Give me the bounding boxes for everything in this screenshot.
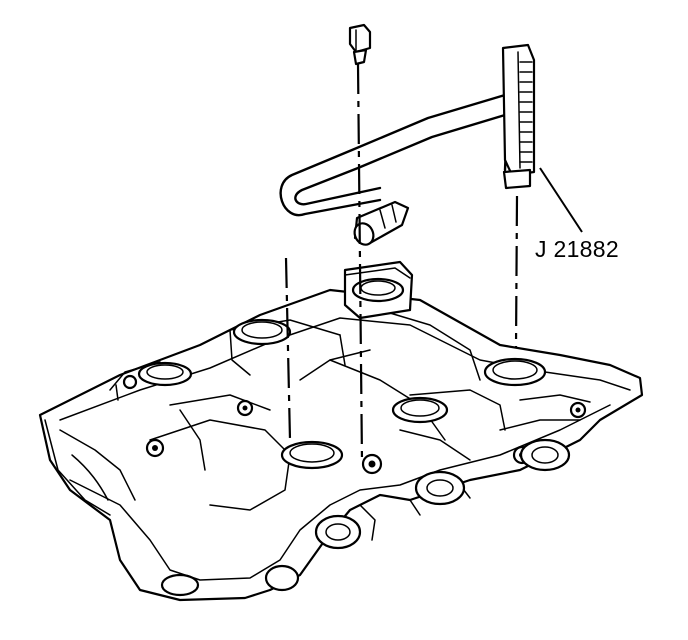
intake-manifold [38, 260, 644, 602]
manifold-ports [137, 277, 547, 470]
callout-leader-line [539, 167, 583, 233]
tool-j21882 [501, 43, 536, 190]
port-3 [280, 440, 344, 470]
alignment-centerlines [284, 63, 519, 463]
port-4 [391, 396, 449, 424]
vacuum-hose [279, 93, 522, 217]
port-2 [232, 318, 292, 346]
port-5 [483, 357, 547, 387]
tool-callout-label: J 21882 [535, 236, 619, 262]
port-1 [137, 361, 193, 387]
bolt [348, 23, 372, 66]
manifold-flange-feet [160, 438, 571, 597]
port-6 [351, 277, 405, 303]
